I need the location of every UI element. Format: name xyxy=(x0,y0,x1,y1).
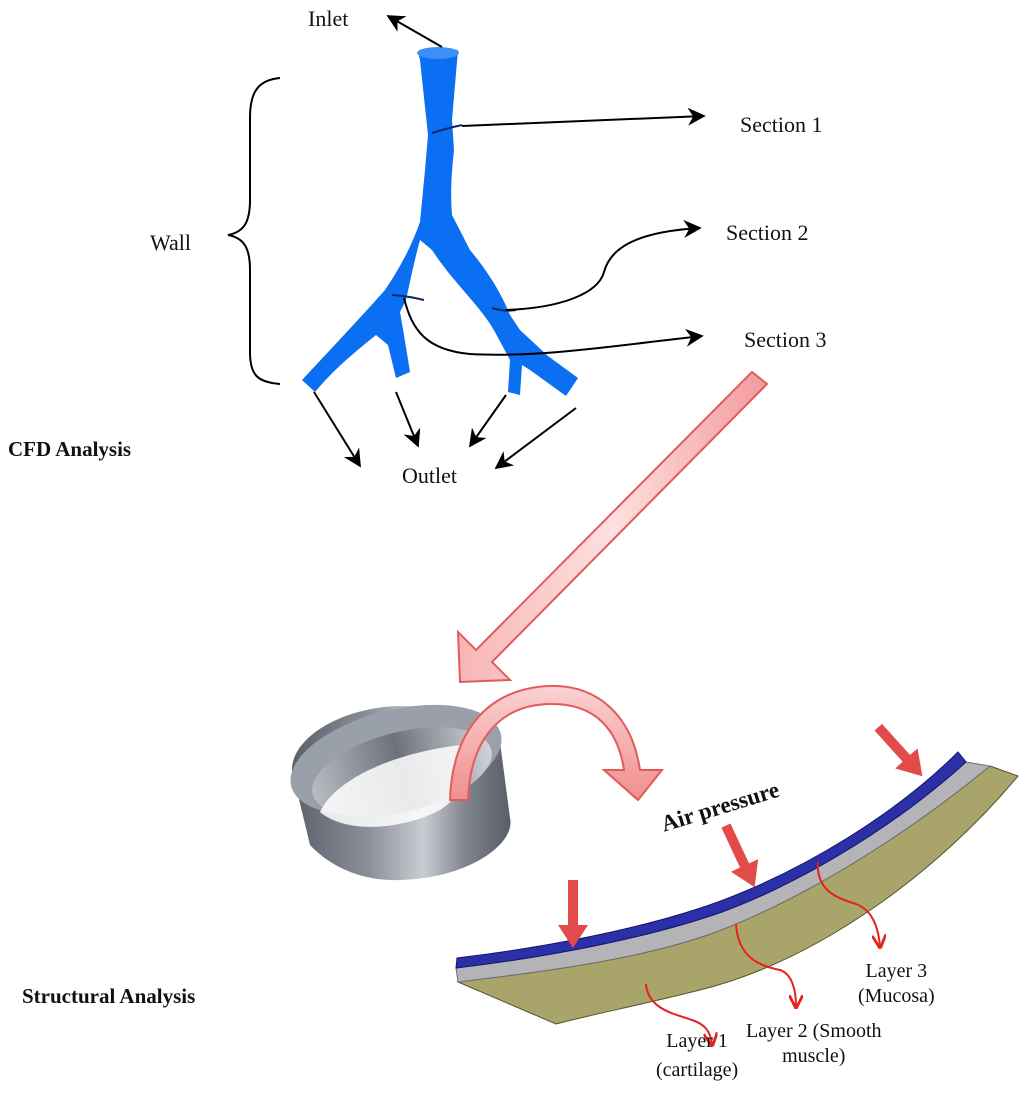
section1-arrow xyxy=(461,107,706,127)
outlet-arrow-3 xyxy=(468,394,507,448)
layer3-label-line1: Layer 3 xyxy=(865,960,928,982)
cfd-analysis-label: CFD Analysis xyxy=(8,437,132,461)
section2-arrow xyxy=(505,219,702,311)
layer2-label-line1: Layer 2 (Smooth xyxy=(746,1020,882,1042)
airway-ring xyxy=(290,704,511,881)
layer1-label-line1: Layer 1 xyxy=(666,1030,728,1052)
transfer-arrow xyxy=(456,370,769,684)
section2-label: Section 2 xyxy=(726,220,809,245)
airway-inlet-end xyxy=(417,47,459,59)
layer2-label: Layer 2 (Smooth muscle) xyxy=(746,1020,882,1068)
outlet-label: Outlet xyxy=(402,463,457,488)
airway-bifurcation xyxy=(302,47,578,396)
airway-shape xyxy=(302,50,578,396)
wall-brace xyxy=(227,77,281,385)
pressure-arrows xyxy=(558,723,923,948)
inlet-arrow xyxy=(386,15,443,48)
outlet-arrow-2 xyxy=(395,391,421,448)
layer1-label-line2: (cartilage) xyxy=(656,1059,739,1081)
section3-label: Section 3 xyxy=(744,327,827,352)
layer1-label: Layer 1 (cartilage) xyxy=(656,1030,738,1082)
section3-arrow xyxy=(403,297,704,356)
pressure-arrow-3 xyxy=(874,723,923,777)
layer2-callout xyxy=(735,923,796,1006)
ring-inner-shadow xyxy=(320,744,473,827)
layer3-label-line2: (Mucosa) xyxy=(858,985,935,1007)
layer3-callout xyxy=(816,861,880,946)
outlet-arrow-1 xyxy=(313,391,361,468)
wall-layers xyxy=(455,751,1019,1025)
layer2-label-line2: muscle) xyxy=(782,1045,846,1067)
layer3-label: Layer 3 (Mucosa) xyxy=(858,960,935,1008)
outlet-arrow-4 xyxy=(494,407,577,470)
pressure-arrow-2 xyxy=(721,823,759,888)
pressure-arrow-1 xyxy=(558,880,588,948)
curved-arrow xyxy=(448,684,665,802)
inlet-label: Inlet xyxy=(308,6,349,31)
layer1-callout xyxy=(645,983,712,1044)
layer-mucosa xyxy=(455,751,967,969)
wall-label: Wall xyxy=(150,230,191,255)
structural-analysis-label: Structural Analysis xyxy=(22,984,196,1008)
section1-label: Section 1 xyxy=(740,112,823,137)
